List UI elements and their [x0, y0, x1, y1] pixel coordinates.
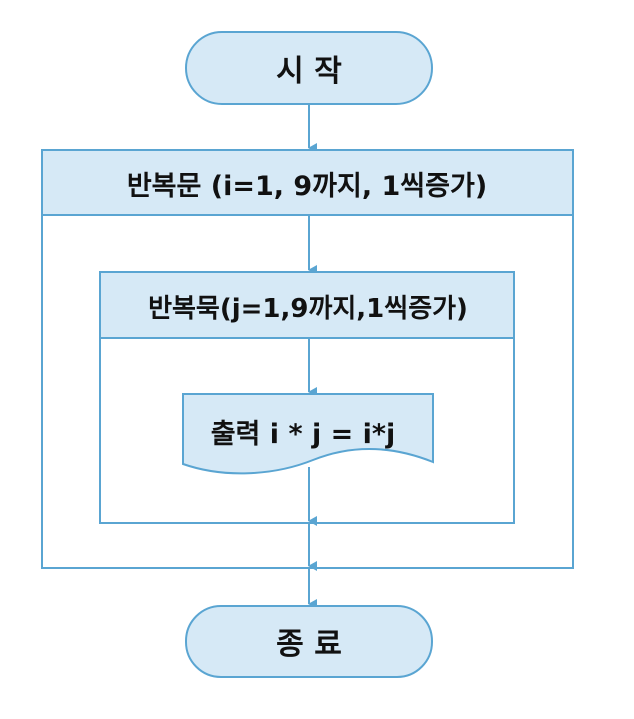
outer-loop-label: 반복문 (i=1, 9까지, 1씩증가) [127, 171, 487, 202]
start-label: 시 작 [276, 54, 342, 89]
output-document-shape [182, 393, 434, 475]
start-node: 시 작 [185, 31, 433, 105]
outer-loop-header [41, 149, 574, 216]
end-label: 종 료 [276, 627, 342, 662]
output-label: 출력 i * j = i*j [211, 419, 396, 450]
inner-loop-header [99, 271, 515, 339]
output-node: 출력 i * j = i*j [182, 393, 434, 475]
end-node: 종 료 [185, 605, 433, 678]
inner-loop-label: 반복묵(j=1,9까지,1씩증가) [148, 294, 468, 324]
